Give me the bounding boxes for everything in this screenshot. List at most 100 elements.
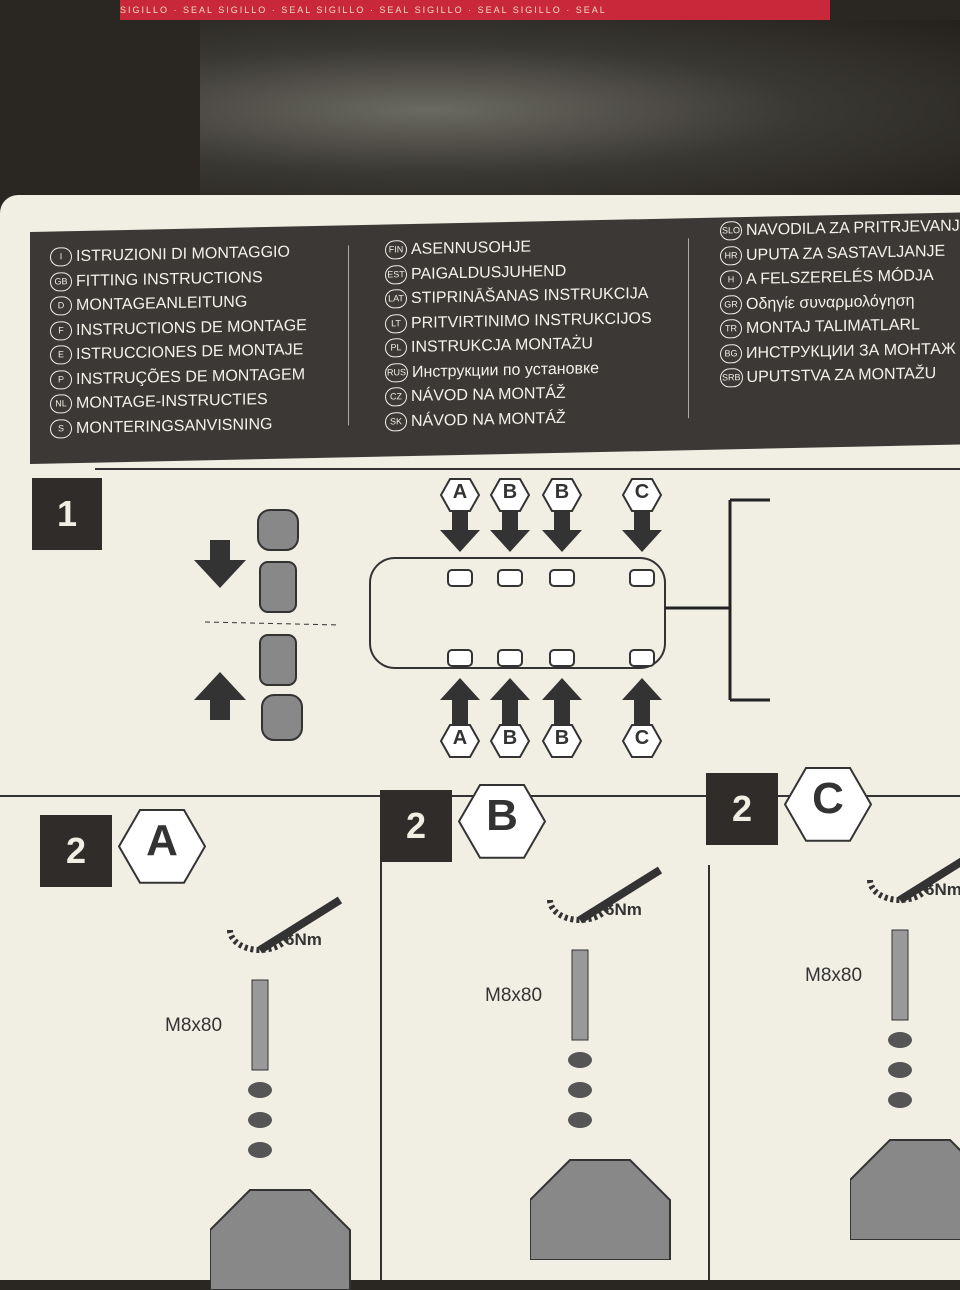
- arrow-down-icon: [622, 500, 662, 552]
- arrow-up-icon: [542, 678, 582, 740]
- hex-label: B: [490, 478, 530, 512]
- rotate-icon: [547, 899, 613, 923]
- rotate-icon: [867, 879, 933, 903]
- hex-label: B: [542, 478, 582, 512]
- language-code-badge: H: [720, 270, 742, 290]
- allen-key-icon: [577, 866, 663, 924]
- hex-label: A: [440, 478, 480, 512]
- hex-label: A: [440, 724, 480, 758]
- language-title: INSTRUÇÕES DE MONTAGEM: [76, 365, 306, 388]
- divider: [688, 238, 689, 419]
- language-code-badge: FIN: [385, 240, 407, 260]
- language-title: A FELSZERELÉS MÓDJA: [746, 267, 934, 289]
- language-title: STIPRINĀŠANAS INSTRUKCIJA: [411, 285, 649, 308]
- foot-position: [497, 649, 523, 667]
- foot-position: [497, 569, 523, 587]
- language-code-badge: LT: [385, 313, 407, 334]
- step-number: 1: [32, 478, 102, 550]
- arrow-up-icon: [622, 678, 662, 740]
- arrow-up-icon: [440, 678, 480, 740]
- foot-position: [549, 569, 575, 587]
- language-code-badge: GB: [50, 271, 72, 292]
- language-title: NAVODILA ZA PRITRJEVANJ: [746, 217, 960, 240]
- language-title: MONTAGE-INSTRUCTIES: [76, 391, 268, 413]
- language-title: FITTING INSTRUCTIONS: [76, 268, 263, 290]
- language-code-badge: PL: [385, 338, 407, 358]
- language-title: PAIGALDUSJUHEND: [411, 262, 567, 283]
- language-title: ISTRUZIONI DI MONTAGGIO: [76, 243, 290, 266]
- language-title: NÁVOD NA MONTÁŽ: [411, 409, 566, 430]
- language-title: NÁVOD NA MONTÁŽ: [411, 384, 566, 406]
- allen-key-icon: [897, 857, 960, 904]
- language-title: MONTAGEANLEITUNG: [76, 293, 248, 315]
- hex-label: C: [622, 478, 662, 512]
- language-code-badge: SRB: [720, 368, 743, 388]
- step-number: 2: [706, 773, 778, 845]
- hex-label: B: [490, 724, 530, 758]
- language-title: MONTERINGSANVISNING: [76, 415, 273, 437]
- torque-value: 6Nm: [925, 880, 960, 899]
- allen-key-icon: [257, 896, 343, 954]
- bolt-size: M8x80: [805, 965, 863, 986]
- arrow-icons: [194, 540, 246, 720]
- language-title: ASENNUSOHJE: [411, 238, 532, 259]
- step-number: 2: [380, 790, 452, 862]
- divider: [708, 865, 710, 1280]
- language-title: ИНСТРУКЦИИ ЗА МОНТАЖ: [746, 340, 956, 362]
- foot-part: [530, 1159, 671, 1260]
- hex-label: C: [784, 767, 872, 842]
- language-title: PRITVIRTINIMO INSTRUKCIJOS: [411, 309, 652, 332]
- foot-part: [850, 1139, 960, 1240]
- van-outline: [369, 557, 666, 669]
- language-code-badge: LAT: [385, 289, 407, 309]
- arrow-down-icon: [490, 500, 530, 552]
- arrow-down-icon: [542, 500, 582, 552]
- rotate-icon: [227, 929, 293, 953]
- language-title: INSTRUCTIONS DE MONTAGE: [76, 316, 307, 339]
- foot-position: [447, 649, 473, 667]
- language-code-badge: RUS: [385, 362, 409, 383]
- language-title: INSTRUKCJA MONTAŻU: [411, 335, 593, 357]
- step1-diagram: [194, 498, 770, 741]
- language-code-badge: P: [50, 369, 72, 390]
- arrow-up-icon: [490, 678, 530, 740]
- parts-bags-photo: [200, 20, 960, 200]
- language-code-badge: BG: [720, 343, 742, 364]
- foot-parts: [257, 509, 303, 741]
- foot-position: [447, 569, 473, 587]
- language-code-badge: GR: [720, 294, 742, 315]
- hex-label: C: [622, 724, 662, 758]
- torque-value: 6Nm: [605, 900, 642, 919]
- language-code-badge: E: [50, 345, 72, 365]
- language-title: MONTAJ TALIMATLARL: [746, 316, 920, 338]
- language-code-badge: TR: [720, 319, 742, 339]
- bolt-size: M8x80: [165, 1015, 223, 1036]
- language-code-badge: S: [50, 418, 72, 439]
- hex-label: B: [542, 724, 582, 758]
- seal-tape: SIGILLO · SEAL SIGILLO · SEAL SIGILLO · …: [120, 0, 830, 20]
- language-code-badge: D: [50, 296, 72, 316]
- hex-label: B: [458, 784, 546, 859]
- bolt-size: M8x80: [485, 985, 543, 1006]
- language-code-badge: SK: [385, 411, 407, 432]
- language-title: UPUTSTVA ZA MONTAŽU: [746, 365, 937, 386]
- language-code-badge: CZ: [385, 387, 407, 407]
- language-code-badge: EST: [385, 264, 407, 285]
- bolt-assembly-diagram: [530, 866, 671, 1260]
- step-number: 2: [40, 815, 112, 887]
- language-title: Инструкции по установке: [412, 359, 600, 381]
- bolt-assembly-diagram: [850, 857, 960, 1240]
- bolt-assembly-diagram: [210, 896, 351, 1290]
- hex-label: A: [118, 809, 206, 884]
- divider: [95, 468, 960, 470]
- language-title: ISTRUCCIONES DE MONTAJE: [76, 341, 304, 364]
- torque-value: 6Nm: [285, 930, 322, 949]
- language-code-badge: I: [50, 247, 72, 267]
